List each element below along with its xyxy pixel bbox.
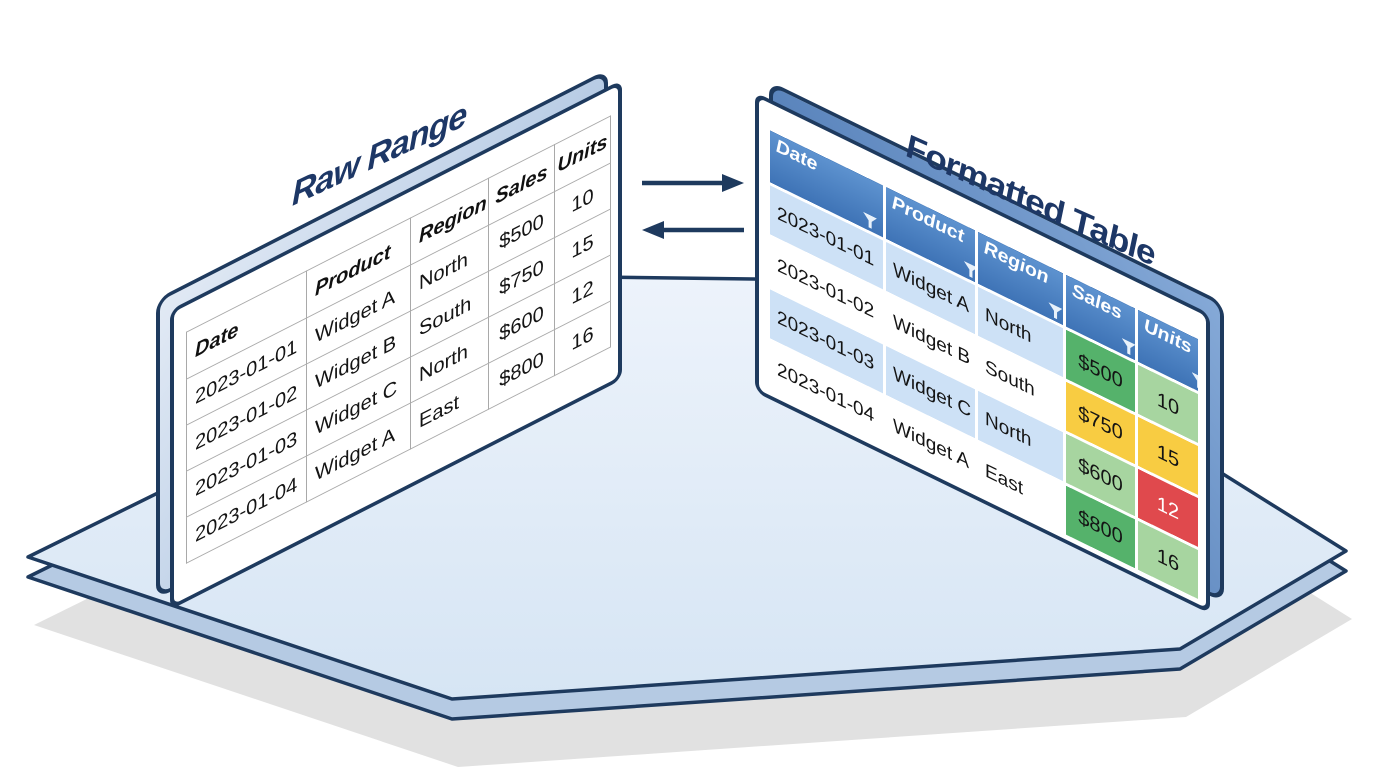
arrow-right-icon [642,174,744,192]
arrow-left-icon [642,221,744,239]
